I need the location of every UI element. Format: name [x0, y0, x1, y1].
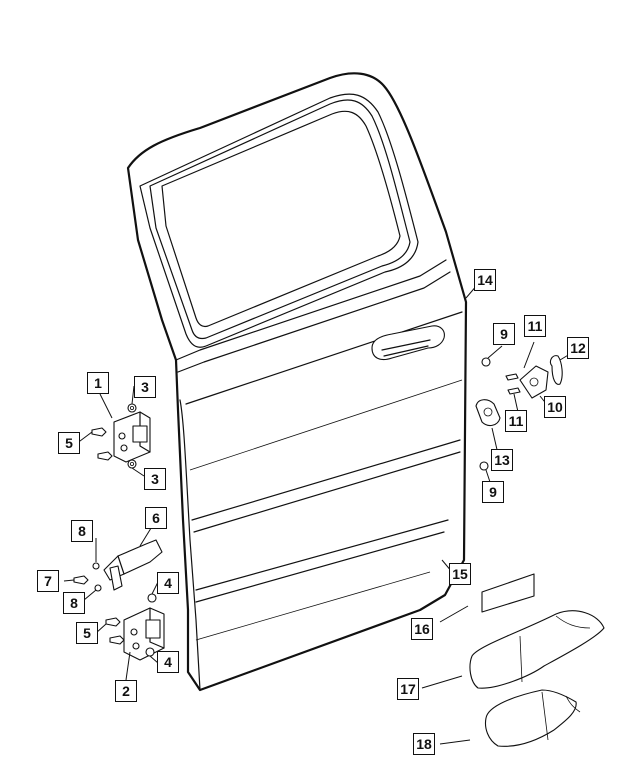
callout-1: 1: [87, 372, 109, 394]
lower-hinge: [105, 593, 165, 661]
lower-shield-17: [469, 610, 605, 689]
callout-2: 2: [115, 680, 137, 702]
callout-5-upper: 5: [58, 432, 80, 454]
callout-4-lower: 4: [157, 651, 179, 673]
callout-16: 16: [411, 618, 433, 640]
callout-17: 17: [397, 678, 419, 700]
callout-18: 18: [413, 733, 435, 755]
callout-7: 7: [37, 570, 59, 592]
applique-panel: [481, 573, 535, 613]
callout-8-upper: 8: [71, 520, 93, 542]
callout-13: 13: [491, 449, 513, 471]
callout-14: 14: [474, 269, 496, 291]
lower-shield-18: [484, 689, 581, 747]
rear-door-shell: [126, 72, 468, 692]
callout-11-upper: 11: [524, 315, 546, 337]
callout-10: 10: [544, 396, 566, 418]
callout-6: 6: [145, 507, 167, 529]
callout-4-upper: 4: [157, 572, 179, 594]
callout-9-lower: 9: [482, 481, 504, 503]
upper-hinge: [113, 411, 151, 463]
callout-11-lower: 11: [505, 410, 527, 432]
callout-3-lower: 3: [144, 468, 166, 490]
callout-5-lower: 5: [76, 622, 98, 644]
callout-12: 12: [567, 337, 589, 359]
door-check: [73, 539, 163, 592]
callout-3-upper: 3: [134, 376, 156, 398]
callout-9-upper: 9: [493, 323, 515, 345]
latch-hardware: [475, 355, 563, 471]
callout-8-lower: 8: [63, 592, 85, 614]
callout-15: 15: [449, 563, 471, 585]
